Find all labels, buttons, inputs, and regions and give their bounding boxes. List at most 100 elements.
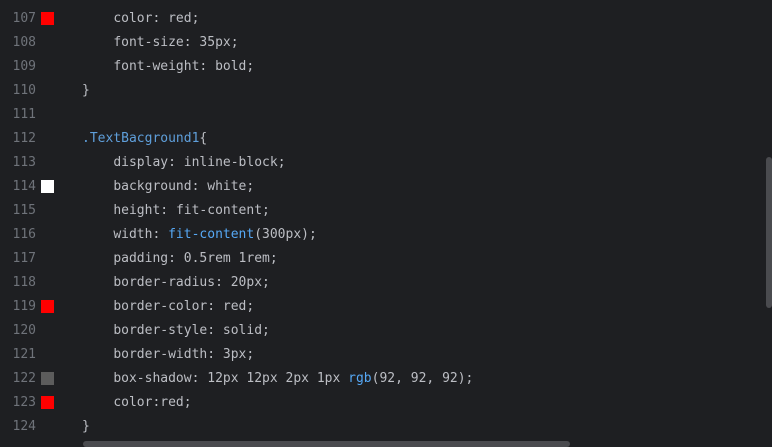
code-token: : [183,35,200,50]
code-line[interactable]: } [82,79,90,103]
code-token: : [152,11,169,26]
code-token: color [113,11,153,26]
code-token: bold [215,59,247,74]
color-swatch-icon[interactable] [41,300,54,313]
code-token: font-size [113,35,184,50]
code-token: : [207,299,223,314]
code-token: ); [457,371,474,386]
code-line[interactable]: border-style: solid; [82,319,270,343]
line-number: 119 [12,299,36,314]
line-number: 124 [12,419,36,434]
code-token: red [222,299,247,314]
line-number: 117 [12,251,36,266]
code-token: box-shadow [113,371,192,386]
code-token: ( [254,227,263,242]
color-swatch-icon[interactable] [41,180,54,193]
code-token: fit-content [175,203,263,218]
code-line[interactable]: background: white; [82,175,254,199]
code-line[interactable]: } [82,415,90,439]
code-token: 20px [230,275,263,290]
color-swatch-icon[interactable] [41,12,54,25]
code-token: : [168,155,184,170]
code-token: border-radius [113,275,216,290]
line-number: 122 [12,371,36,386]
code-token: : [199,59,216,74]
color-swatch-icon[interactable] [41,372,54,385]
code-token: : [191,179,208,194]
line-number: 114 [12,179,36,194]
code-token: red [168,11,192,26]
line-number: 110 [12,83,36,98]
code-token: 3px [222,347,247,362]
code-line[interactable]: width: fit-content(300px); [82,223,317,247]
line-number: 112 [12,131,36,146]
code-token: { [199,131,208,146]
code-line[interactable]: color: red; [82,7,199,31]
code-token: 0.5rem 1rem [183,251,270,266]
code-token: red [160,395,184,410]
code-token: ; [246,299,255,314]
code-line[interactable]: color:red; [82,391,192,415]
vertical-scrollbar[interactable] [766,157,772,308]
code-token: ; [262,203,270,218]
code-token: ; [277,155,286,170]
code-token: : [152,227,169,242]
code-token: : [215,275,231,290]
code-line[interactable]: border-color: red; [82,295,254,319]
line-number: 121 [12,347,36,362]
code-line[interactable]: .TextBacground1{ [82,127,207,151]
code-line[interactable]: box-shadow: 12px 12px 2px 1px rgb(92, 92… [82,367,473,391]
code-token: ; [246,179,255,194]
code-editor[interactable]: color: red; font-size: 35px; font-weight… [74,0,766,447]
code-token: display [113,155,169,170]
code-line[interactable]: border-width: 3px; [82,343,254,367]
code-token: : [168,251,184,266]
code-token: ; [191,11,200,26]
code-line[interactable]: padding: 0.5rem 1rem; [82,247,278,271]
line-number: 115 [12,203,36,218]
line-number: 108 [12,35,36,50]
line-number: 107 [12,11,36,26]
code-token: border-style [113,323,208,338]
code-token: ; [262,323,270,338]
code-token: ); [301,227,317,242]
code-token: background [113,179,192,194]
code-line[interactable]: font-size: 35px; [82,31,238,55]
code-token: } [82,419,90,434]
code-token: border-color [113,299,208,314]
code-token: color [113,395,153,410]
code-token: ; [269,251,278,266]
line-number: 111 [12,107,36,122]
code-token: inline-block [183,155,278,170]
line-number: 113 [12,155,36,170]
code-token: : [160,203,176,218]
code-token: : [191,371,208,386]
code-line[interactable]: border-radius: 20px; [82,271,270,295]
code-token: ; [183,395,192,410]
code-token: : [207,323,223,338]
code-token: border-width [113,347,208,362]
code-line[interactable]: height: fit-content; [82,199,270,223]
line-number: 118 [12,275,36,290]
line-number: 120 [12,323,36,338]
code-line[interactable]: font-weight: bold; [82,55,254,79]
code-token: : [207,347,223,362]
code-token: padding [113,251,169,266]
horizontal-scrollbar[interactable] [83,441,570,447]
code-token: 300px [262,227,302,242]
code-token: ( [371,371,380,386]
code-token: .TextBacground1 [82,131,200,146]
code-token: solid [222,323,263,338]
code-token: width [113,227,153,242]
code-line[interactable]: display: inline-block; [82,151,286,175]
code-token: height [113,203,161,218]
code-token: white [207,179,247,194]
code-token: fit-content [168,227,255,242]
color-swatch-icon[interactable] [41,396,54,409]
code-token: 92, 92, 92 [379,371,458,386]
code-token: ; [246,59,255,74]
code-token: : [152,395,161,410]
line-number: 123 [12,395,36,410]
code-token: ; [246,347,255,362]
